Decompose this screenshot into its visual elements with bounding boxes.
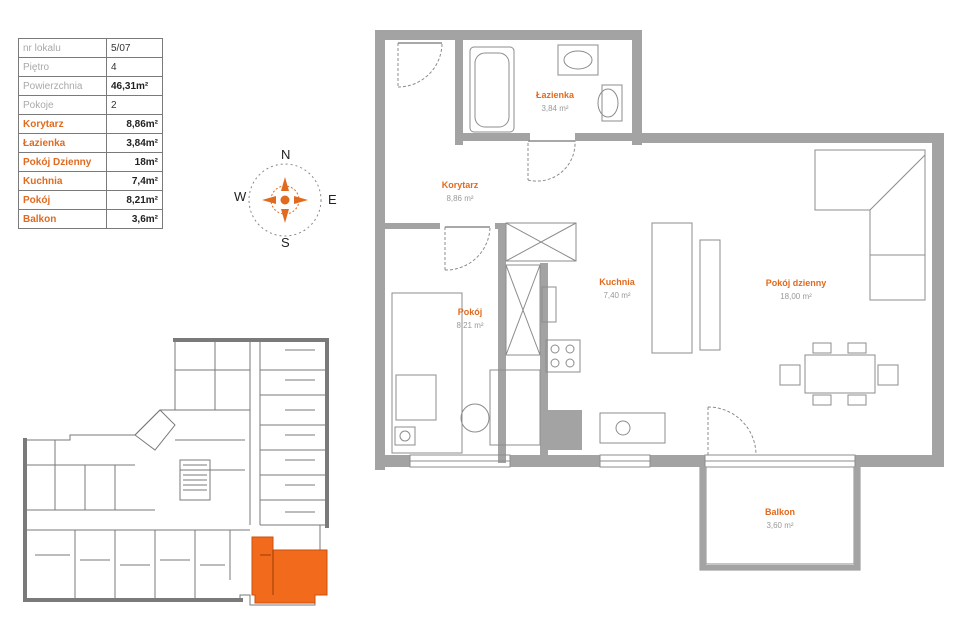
info-value: 3,6m² [106,209,163,229]
info-label: Łazienka [18,133,107,153]
room-area-kuchnia: 7,40 m² [603,291,630,300]
info-value: 3,84m² [106,133,163,153]
info-value: 5/07 [106,38,163,58]
room-area-pokoj: 8,21 m² [456,321,483,330]
info-label: Korytarz [18,114,107,134]
info-value: 8,86m² [106,114,163,134]
info-label: Pokoje [18,95,107,115]
highlighted-apartment [251,536,328,604]
info-label: Balkon [18,209,107,229]
compass-north-label: N [281,147,291,162]
building-key-plan [23,338,329,606]
room-area-pokoj-dzienny: 18,00 m² [780,292,812,301]
info-value: 46,31m² [106,76,163,96]
room-area-korytarz: 8,86 m² [446,194,473,203]
info-value: 8,21m² [106,190,163,210]
room-label-pokoj-dzienny: Pokój dzienny [766,278,827,288]
floor-plan: Łazienka 3,84 m² Korytarz 8,86 m² Kuchni… [370,25,955,587]
info-value: 7,4m² [106,171,163,191]
compass: N S E W [228,145,346,257]
info-value: 4 [106,57,163,77]
room-area-lazienka: 3,84 m² [541,104,568,113]
info-label: Piętro [18,57,107,77]
info-value: 2 [106,95,163,115]
info-label: nr lokalu [18,38,107,58]
room-label-kuchnia: Kuchnia [599,277,635,287]
info-value: 18m² [106,152,163,172]
room-label-pokoj: Pokój [458,307,483,317]
room-label-lazienka: Łazienka [536,90,575,100]
room-label-balkon: Balkon [765,507,795,517]
info-label: Powierzchnia [18,76,107,96]
room-area-balkon: 3,60 m² [766,521,793,530]
info-label: Kuchnia [18,171,107,191]
room-label-korytarz: Korytarz [442,180,479,190]
compass-rose-icon [248,163,322,237]
compass-east-label: E [328,192,337,207]
compass-west-label: W [234,189,247,204]
compass-south-label: S [281,235,290,250]
info-label: Pokój [18,190,107,210]
info-label: Pokój Dzienny [18,152,107,172]
